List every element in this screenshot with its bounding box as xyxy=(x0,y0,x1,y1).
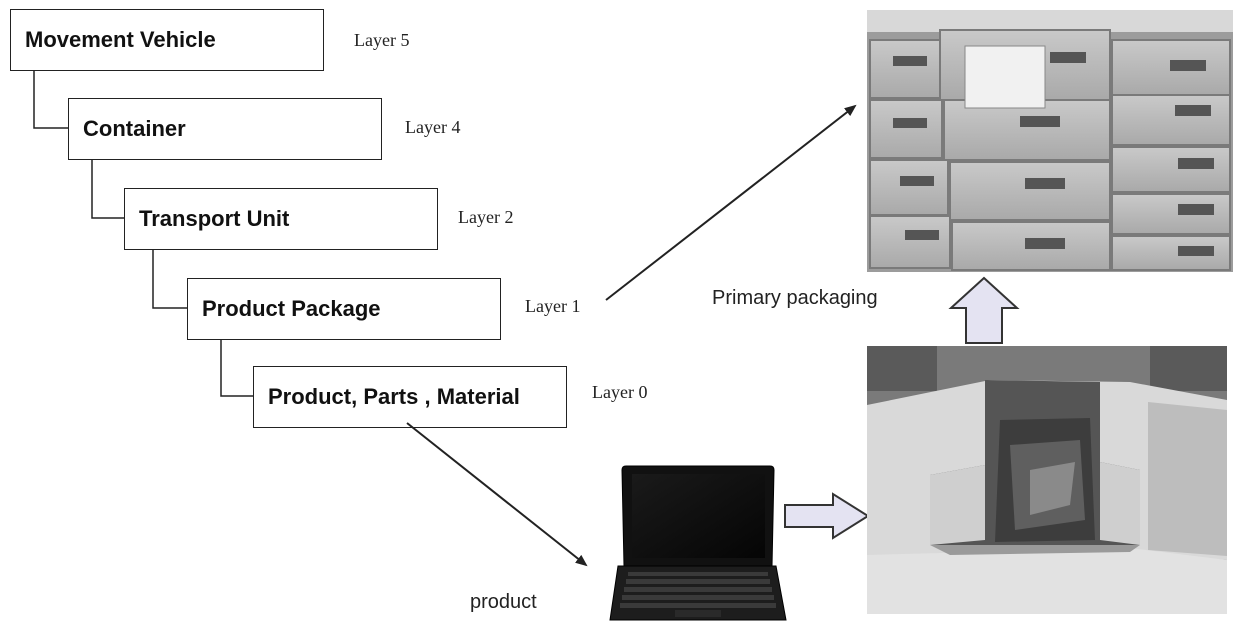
connector-4-to-2 xyxy=(91,160,124,219)
block-arrow-right xyxy=(784,492,870,540)
layer-label-1: Layer 1 xyxy=(525,296,581,316)
caption-primary-packaging: Primary packaging xyxy=(712,287,878,309)
arrow-layer1-to-packaging xyxy=(605,104,857,301)
connector-2-to-1 xyxy=(152,250,187,309)
block-arrow-up xyxy=(948,276,1020,344)
laptop-product-image xyxy=(609,465,787,621)
connector-1-to-0 xyxy=(220,340,253,397)
caption-product: product xyxy=(470,591,537,613)
hierarchy-box-transport-unit: Transport Unit xyxy=(124,188,438,250)
hierarchy-label: Movement Vehicle xyxy=(25,27,216,52)
hierarchy-box-movement-vehicle: Movement Vehicle xyxy=(10,9,324,71)
layer-label-2: Layer 2 xyxy=(458,207,514,227)
layer-label-4: Layer 4 xyxy=(405,117,461,137)
connector-5-to-4 xyxy=(33,71,68,129)
hierarchy-label: Product Package xyxy=(202,296,381,321)
hierarchy-label: Container xyxy=(83,116,186,141)
hierarchy-label: Transport Unit xyxy=(139,206,290,231)
hierarchy-box-product-package: Product Package xyxy=(187,278,501,340)
photo-open-box xyxy=(867,346,1227,614)
photo-stacked-boxes xyxy=(867,10,1233,272)
hierarchy-box-container: Container xyxy=(68,98,382,160)
arrow-product-to-laptop xyxy=(406,422,588,567)
layer-label-0: Layer 0 xyxy=(592,382,648,402)
hierarchy-label: Product, Parts , Material xyxy=(268,384,520,409)
layer-label-5: Layer 5 xyxy=(354,30,410,50)
hierarchy-box-product-parts-material: Product, Parts , Material xyxy=(253,366,567,428)
